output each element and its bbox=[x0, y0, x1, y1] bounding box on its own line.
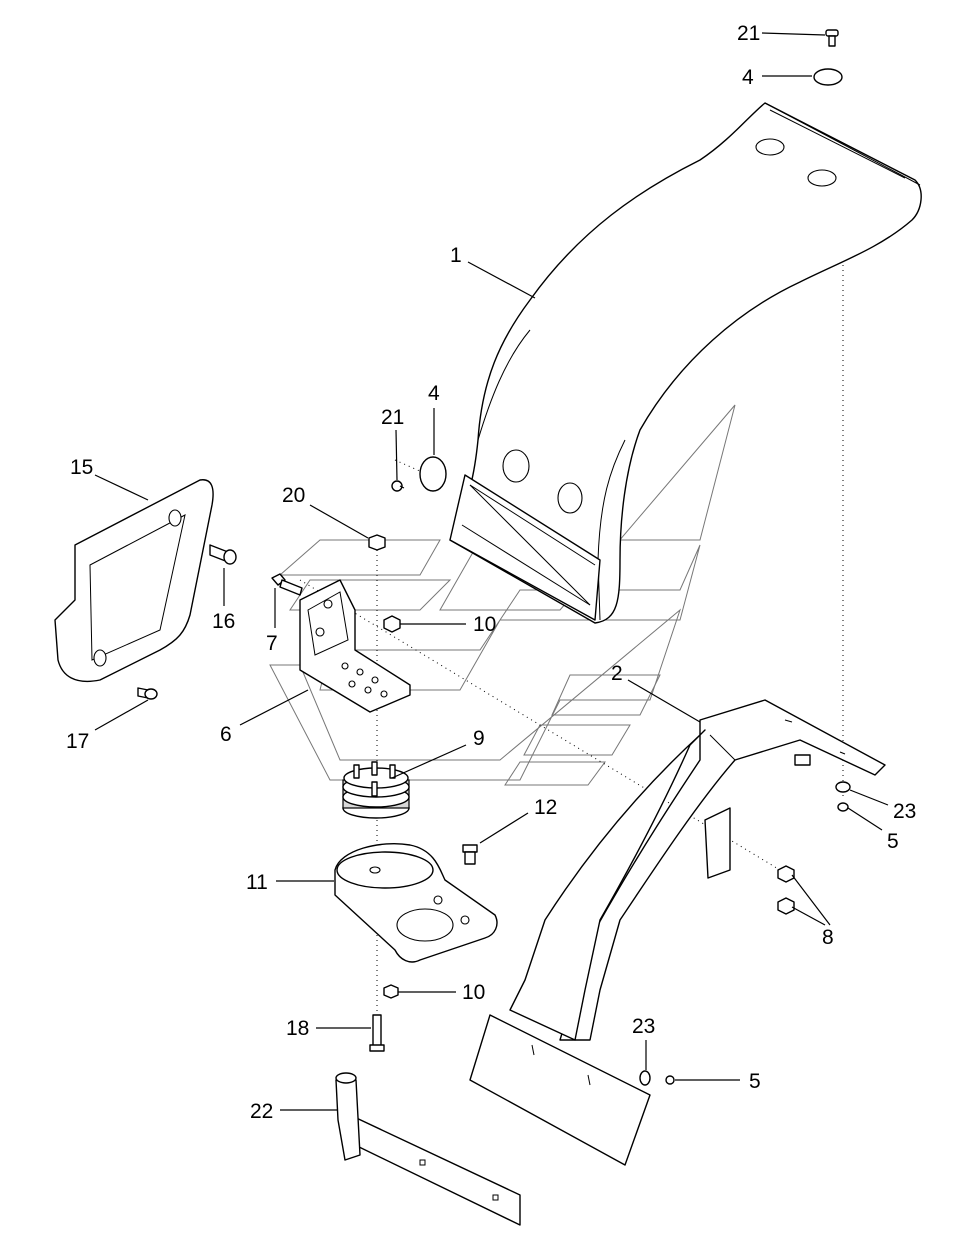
bolt-part-18 bbox=[369, 1014, 385, 1052]
callout-21-mid: 21 bbox=[381, 406, 404, 429]
callout-7: 7 bbox=[266, 632, 278, 655]
nut-part-10-lower bbox=[383, 984, 399, 999]
nut-part-5-right bbox=[837, 802, 849, 812]
callout-6: 6 bbox=[220, 723, 232, 746]
callout-21-top: 21 bbox=[737, 22, 760, 45]
callout-15: 15 bbox=[70, 456, 93, 479]
callout-11: 11 bbox=[246, 871, 268, 894]
washer-part-23-right bbox=[835, 781, 851, 793]
callout-16: 16 bbox=[212, 610, 235, 633]
nut-part-5-bottom bbox=[665, 1075, 675, 1085]
fender-support-part-2 bbox=[469, 699, 886, 1166]
callout-18: 18 bbox=[286, 1017, 309, 1040]
screw-part-21-mid bbox=[391, 480, 405, 492]
bolt-part-16 bbox=[209, 544, 237, 565]
callout-2: 2 bbox=[611, 662, 623, 685]
callout-8: 8 bbox=[822, 926, 834, 949]
nut-part-20 bbox=[368, 534, 386, 551]
washer-part-23-bottom bbox=[639, 1070, 651, 1086]
callout-10-upper: 10 bbox=[473, 613, 496, 636]
alignment-lines bbox=[299, 250, 844, 1040]
bar-part-22 bbox=[335, 1072, 521, 1226]
nut-part-8-b bbox=[777, 897, 795, 915]
callout-labels: 21 4 1 21 4 15 20 16 7 10 2 6 17 9 23 5 … bbox=[66, 22, 916, 1123]
callout-4-mid: 4 bbox=[428, 382, 440, 405]
nut-part-10-upper bbox=[383, 615, 401, 633]
callout-5-bottom: 5 bbox=[749, 1070, 761, 1093]
callout-23-right: 23 bbox=[893, 800, 916, 823]
side-panel-part-15 bbox=[54, 479, 214, 682]
rubber-mount-part-9 bbox=[342, 761, 410, 819]
screw-part-21-top bbox=[825, 29, 839, 47]
callout-leaders bbox=[94, 32, 889, 1111]
callout-23-bottom: 23 bbox=[632, 1015, 655, 1038]
nut-part-8-a bbox=[777, 865, 795, 883]
cap-part-4-top bbox=[813, 68, 843, 86]
callout-10-lower: 10 bbox=[462, 981, 485, 1004]
callout-1: 1 bbox=[450, 244, 462, 267]
callout-12: 12 bbox=[534, 796, 557, 819]
bolt-part-7 bbox=[271, 573, 303, 596]
base-plate-part-11 bbox=[334, 843, 498, 963]
callout-5-right: 5 bbox=[887, 830, 899, 853]
callout-9: 9 bbox=[473, 727, 485, 750]
bolt-part-17 bbox=[137, 687, 158, 700]
bolt-part-12 bbox=[462, 844, 478, 865]
callout-17: 17 bbox=[66, 730, 89, 753]
callout-22: 22 bbox=[250, 1100, 273, 1123]
bracket-part-6 bbox=[299, 579, 411, 713]
cap-part-4-mid bbox=[419, 456, 447, 492]
callout-20: 20 bbox=[282, 484, 305, 507]
callout-4-top: 4 bbox=[742, 66, 754, 89]
fender-part-1 bbox=[449, 102, 922, 624]
